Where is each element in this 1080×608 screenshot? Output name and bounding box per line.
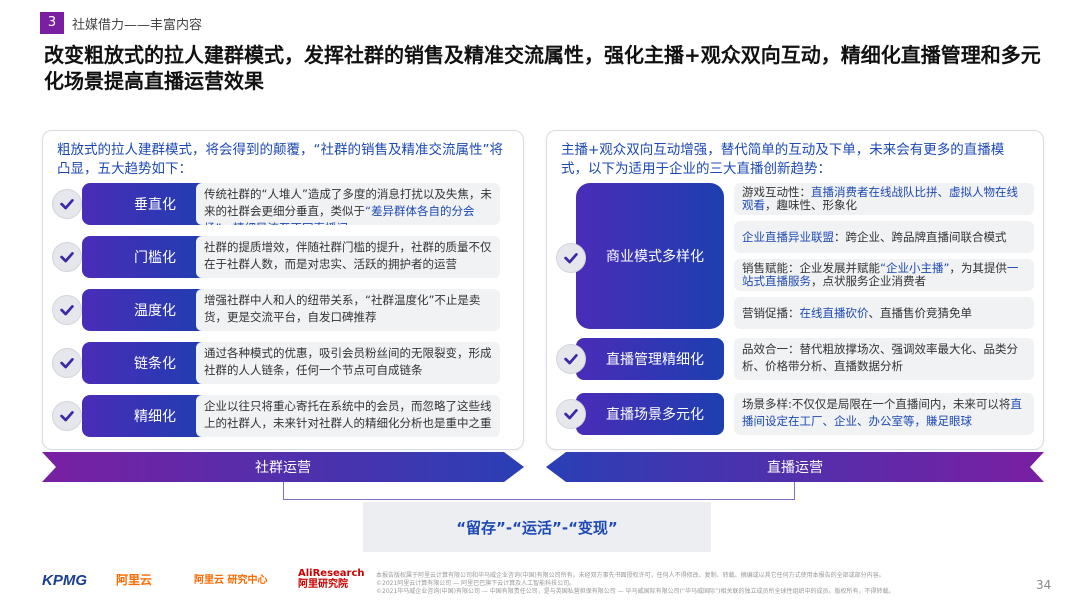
check-icon: [52, 189, 82, 219]
section-number: 3: [40, 12, 64, 34]
scene-label: 直播场景多元化: [576, 393, 724, 435]
community-operation-label: 社群运营: [255, 460, 311, 476]
live-operation-arrow: 直播运营: [546, 452, 1044, 482]
check-icon: [52, 295, 82, 325]
aliyun-research-logo: 阿里云 研究中心: [194, 575, 268, 586]
connector-line: [283, 482, 795, 500]
management-label: 直播管理精细化: [576, 338, 724, 380]
business-item: 游戏互动性：直播消费者在线战队比拼、虚拟人物在线观看，趣味性、形象化: [734, 183, 1034, 215]
business-item: 营销促播：在线直播砍价、直播售价竞猜免单: [734, 297, 1034, 329]
community-operation-arrow: 社群运营: [42, 452, 524, 482]
check-icon: [556, 243, 586, 273]
trend-label: 温度化: [82, 289, 216, 331]
business-item: 销售赋能：企业发展并赋能“企业小主播”，为其提供一站式直播服务，点状服务企业消费…: [734, 259, 1034, 291]
scene-row: 直播场景多元化 场景多样:不仅仅是局限在一个直播间内，未来可以将直播间设定在工厂…: [556, 393, 1036, 435]
center-summary: “留存”-“运活”-“变现”: [363, 502, 711, 552]
business-model-block: 商业模式多样化 游戏互动性：直播消费者在线战队比拼、虚拟人物在线观看，趣味性、形…: [556, 183, 1036, 333]
trend-label: 链条化: [82, 342, 216, 384]
footer-disclaimer: 本报告版权属于阿里云计算有限公司和毕马威企业咨询(中国)有限公司所有。未经双方事…: [376, 572, 1016, 596]
business-item: 企业直播异业联盟：跨企业、跨品牌直播间联合模式: [734, 221, 1034, 253]
live-operation-label: 直播运营: [767, 460, 823, 476]
aliyun-logo: 阿里云: [116, 573, 153, 587]
kpmg-logo: KPMG: [42, 572, 87, 589]
page-title: 改变粗放式的拉人建群模式，发挥社群的销售及精准交流属性，强化主播+观众双向互动，…: [44, 43, 1041, 93]
trend-row: 垂直化 传统社群的“人堆人”造成了多度的消息打扰以及失焦，未来的社群会更细分垂直…: [52, 183, 514, 225]
footer-line: ©2021阿里云计算有限公司 — 阿里巴巴旗下云计算及人工智能科技公司。: [376, 580, 576, 587]
management-row: 直播管理精细化 品效合一：替代粗放撑场次、强调效率最大化、品类分析、价格带分析、…: [556, 338, 1036, 380]
footer-line: ©2021毕马威企业咨询(中国)有限公司 — 中国有限责任公司，是与英国私营担保…: [376, 588, 895, 595]
check-icon: [556, 344, 586, 374]
trend-row: 精细化 企业以往只将重心寄托在系统中的会员，而忽略了这些线上的社群人，未来针对社…: [52, 395, 514, 437]
trend-row: 链条化 通过各种模式的优惠，吸引会员粉丝间的无限裂变，形成社群的人人链条，任何一…: [52, 342, 514, 384]
trend-label: 精细化: [82, 395, 216, 437]
trend-description: 企业以往只将重心寄托在系统中的会员，而忽略了这些线上的社群人，未来针对社群人的精…: [196, 395, 500, 437]
trend-description: 通过各种模式的优惠，吸引会员粉丝间的无限裂变，形成社群的人人链条，任何一个节点可…: [196, 342, 500, 384]
trend-row: 温度化 增强社群中人和人的纽带关系，“社群温度化”不止是卖货，更是交流平台，自发…: [52, 289, 514, 331]
trend-label: 门槛化: [82, 236, 216, 278]
trend-label: 垂直化: [82, 183, 216, 225]
trend-row: 门槛化 社群的提质增效，伴随社群门槛的提升，社群的质量不仅在于社群人数，而是对忠…: [52, 236, 514, 278]
page-number: 34: [1036, 578, 1052, 592]
business-model-label: 商业模式多样化: [576, 183, 724, 329]
trend-description: 社群的提质增效，伴随社群门槛的提升，社群的质量不仅在于社群人数，而是对忠实、活跃…: [196, 236, 500, 278]
check-icon: [52, 348, 82, 378]
trend-description: 传统社群的“人堆人”造成了多度的消息打扰以及失焦，未来的社群会更细分垂直，类似于…: [196, 183, 500, 225]
footer-line: 本报告版权属于阿里云计算有限公司和毕马威企业咨询(中国)有限公司所有。未经双方事…: [376, 572, 885, 579]
check-icon: [52, 242, 82, 272]
arrow-shape: [42, 452, 524, 482]
right-panel-intro: 主播+观众双向互动增强，替代简单的互动及下单，未来会有更多的直播模式，以下为适用…: [561, 142, 1005, 177]
scene-description: 场景多样:不仅仅是局限在一个直播间内，未来可以将直播间设定在工厂、企业、办公室等…: [734, 393, 1034, 435]
management-description: 品效合一：替代粗放撑场次、强调效率最大化、品类分析、价格带分析、直播数据分析: [734, 338, 1034, 380]
trend-description: 增强社群中人和人的纽带关系，“社群温度化”不止是卖货，更是交流平台，自发口碑推荐: [196, 289, 500, 331]
left-panel-intro: 粗放式的拉人建群模式，将会得到的颠覆，“社群的销售及精准交流属性”将凸显，五大趋…: [57, 142, 503, 177]
aliresearch-logo: AliResearch 阿里研究院: [298, 568, 365, 590]
check-icon: [556, 399, 586, 429]
check-icon: [52, 401, 82, 431]
section-label: 社媒借力——丰富内容: [72, 18, 203, 33]
arrow-shape: [546, 452, 1044, 482]
